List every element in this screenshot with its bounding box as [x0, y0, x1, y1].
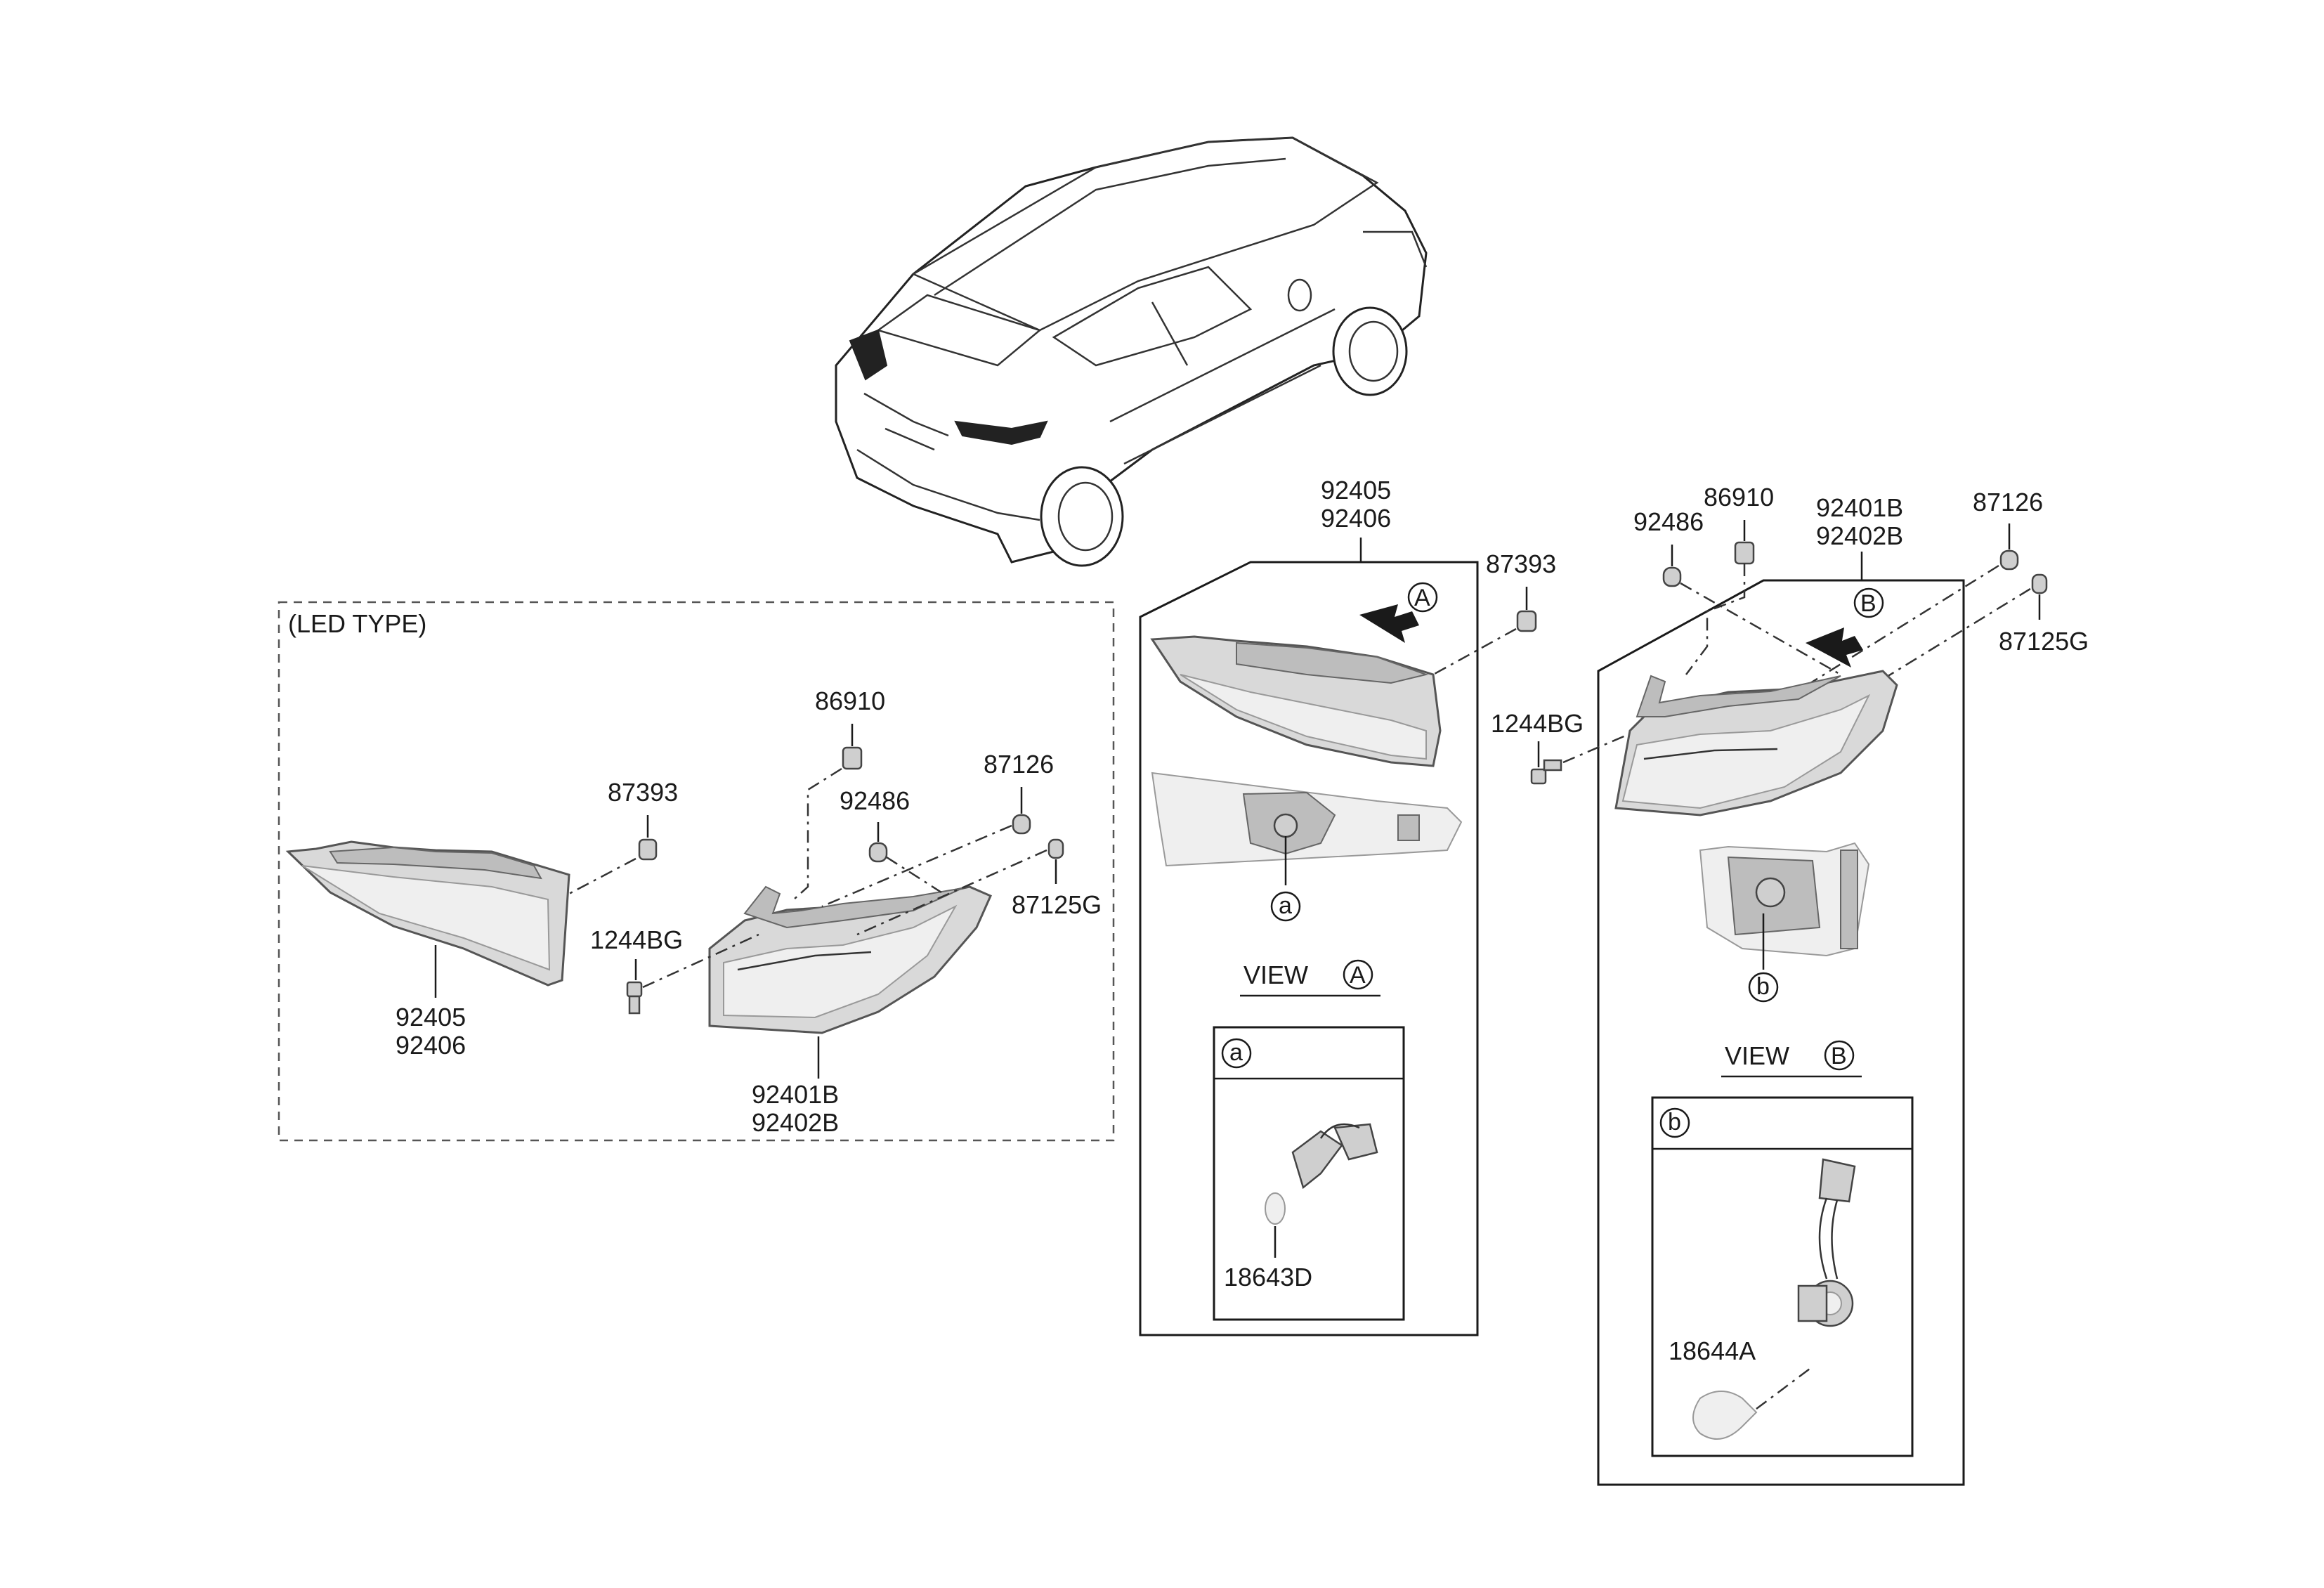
view-b-marker: B	[1860, 590, 1876, 617]
vehicle-illustration	[835, 136, 1428, 567]
view-a-bulb-code: 18643D	[1224, 1263, 1312, 1291]
led-clip-92486-label: 92486	[840, 786, 910, 815]
led-inner-lamp-code-2: 92406	[396, 1031, 466, 1060]
view-b-detail-marker-circle	[1748, 972, 1779, 1003]
view-b-arrow-icon	[1806, 627, 1863, 668]
view-b-detail-box-marker-circle	[1659, 1107, 1690, 1138]
view-a-detail-marker-circle	[1270, 891, 1301, 922]
view-a-detail-box-marker: a	[1229, 1039, 1243, 1066]
clip-92486-icon	[868, 842, 888, 863]
view-b-clip-92486-icon	[1662, 566, 1682, 587]
clip-86910-icon	[842, 746, 863, 770]
nut-87393-icon	[638, 838, 658, 861]
view-b-grommet-87126-icon	[1999, 549, 2019, 571]
view-a-detail-marker: a	[1279, 892, 1292, 919]
view-a-arrow-icon	[1359, 604, 1419, 643]
view-a-detail-box	[1213, 1026, 1405, 1321]
view-a-lamp-code-1: 92405	[1321, 476, 1391, 505]
view-a-word: VIEW	[1243, 961, 1308, 989]
view-a-nut-87393-label: 87393	[1486, 549, 1556, 578]
view-b-clip-87125g-icon	[2031, 573, 2048, 594]
bulb-18644a-icon	[1692, 1366, 1813, 1440]
led-type-group: (LED TYPE) 92405 92406 92401B 92402B 873…	[278, 601, 1115, 1142]
view-a-inner-lamp	[1150, 635, 1442, 767]
view-b-outer-lamp	[1614, 670, 1898, 816]
led-outer-lamp-code-1: 92401B	[752, 1080, 839, 1109]
view-b-marker-circle	[1853, 587, 1884, 618]
led-outer-lamp-code-2: 92402B	[752, 1108, 839, 1137]
inner-tail-lamp	[285, 840, 570, 987]
view-a-view-marker: A	[1350, 962, 1366, 989]
view-b-frame	[1597, 579, 1965, 1486]
socket-18644a-icon	[1797, 1158, 1856, 1327]
led-inner-lamp-code-1: 92405	[396, 1003, 466, 1031]
grommet-87126-icon	[1012, 814, 1031, 835]
view-b-lamp-code-2: 92402B	[1816, 521, 1903, 550]
view-a-frame	[1139, 561, 1479, 1336]
led-clip-87125g-label: 87125G	[1012, 890, 1102, 919]
view-b-detail-marker: b	[1756, 973, 1770, 1000]
led-nut-87393-label: 87393	[608, 778, 678, 807]
view-b-screw-1244bg-icon	[1530, 759, 1562, 785]
led-clip-86910-label: 86910	[815, 686, 885, 715]
led-type-frame	[278, 601, 1115, 1142]
view-b-grommet-87126-label: 87126	[1973, 488, 2043, 516]
view-a-marker-circle	[1407, 582, 1438, 613]
view-b-detail-box	[1651, 1096, 1914, 1457]
clip-87125g-icon	[1047, 838, 1064, 859]
view-b-lamp-code-1: 92401B	[1816, 493, 1903, 522]
view-b-clip-86910-label: 86910	[1704, 483, 1774, 512]
view-b-screw-1244bg-label: 1244BG	[1491, 709, 1584, 738]
view-a-marker: A	[1414, 585, 1430, 611]
screw-1244bg-icon	[626, 981, 643, 1015]
view-b-clip-92486-label: 92486	[1633, 507, 1704, 536]
view-a-view-marker-circle	[1343, 959, 1373, 990]
view-b-view-marker: B	[1831, 1043, 1847, 1069]
view-b-word: VIEW	[1725, 1041, 1789, 1070]
view-b-clip-87125g-label: 87125G	[1999, 627, 2089, 656]
view-a-lamp-code-2: 92406	[1321, 504, 1391, 533]
view-a-group: 92405 92406 A 87393 a VIEW A	[1139, 476, 1556, 1336]
view-a-nut-87393-icon	[1516, 610, 1537, 632]
socket-18643d-icon	[1265, 1123, 1378, 1225]
view-a-detail-box-marker-circle	[1221, 1038, 1252, 1069]
outer-tail-lamp	[708, 885, 992, 1034]
led-type-title: (LED TYPE)	[288, 609, 426, 638]
view-b-clip-86910-icon	[1734, 541, 1755, 565]
view-b-lamp-rear	[1699, 842, 1870, 957]
view-b-bulb-code: 18644A	[1669, 1336, 1756, 1365]
led-screw-1244bg-label: 1244BG	[590, 925, 683, 954]
led-grommet-87126-label: 87126	[984, 750, 1054, 779]
view-a-lamp-rear	[1151, 772, 1463, 867]
view-b-group: 92401B 92402B 92486 86910 87126 87125G B…	[1491, 483, 2089, 1486]
view-b-view-marker-circle	[1824, 1040, 1855, 1071]
view-b-detail-box-marker: b	[1668, 1109, 1681, 1135]
